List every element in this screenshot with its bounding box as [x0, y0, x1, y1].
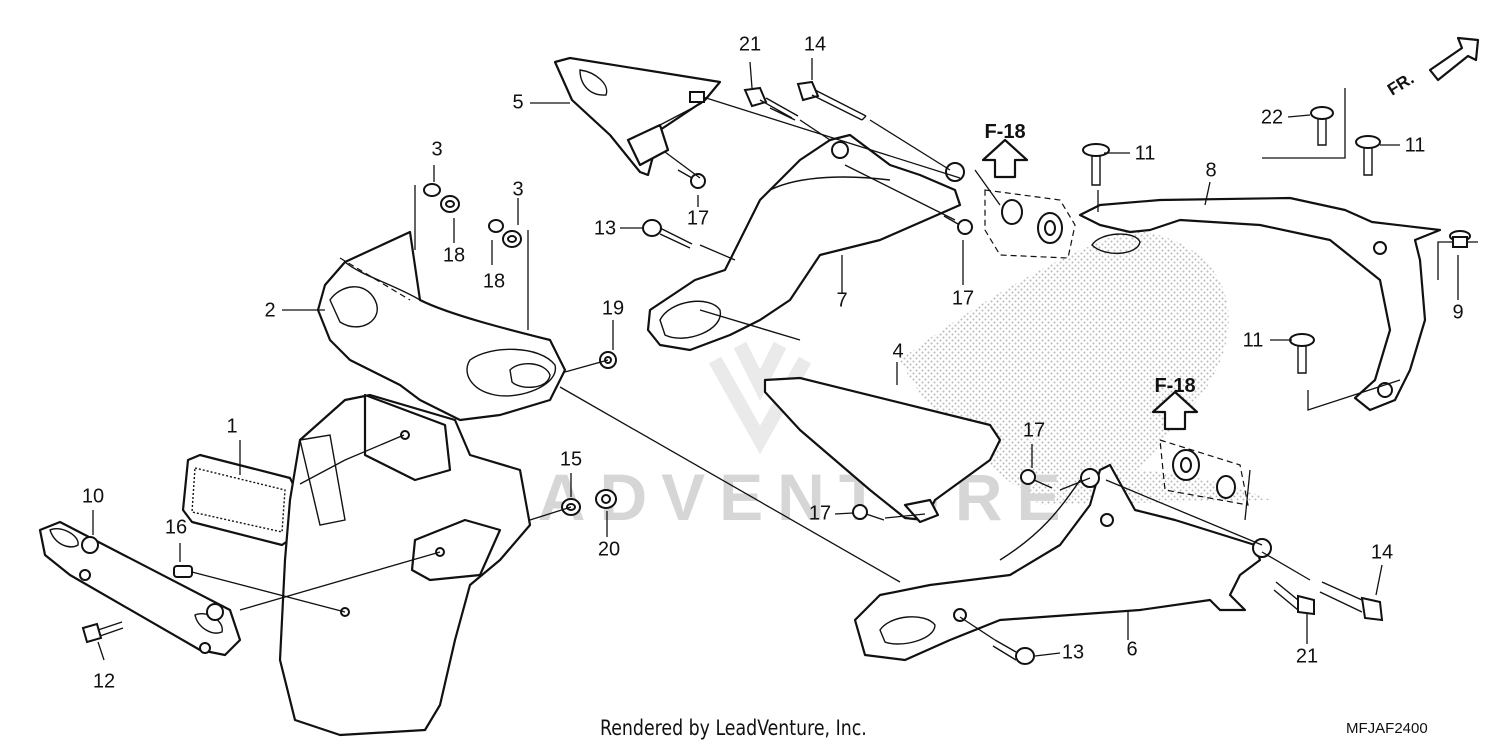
fastener-14-lower [1319, 581, 1384, 622]
fastener-11-a [1082, 143, 1110, 186]
section-ref-upper[interactable]: F-18 [984, 121, 1025, 143]
bracket-11c [1307, 379, 1401, 411]
front-direction-indicator: FR. [1384, 36, 1480, 100]
callout-3a[interactable]: 3 [431, 138, 442, 160]
fastener-12 [81, 621, 124, 644]
part-rear-fender-lower [278, 393, 532, 737]
callout-17b[interactable]: 17 [952, 287, 974, 309]
fastener-13-upper [642, 219, 693, 249]
callout-17c[interactable]: 17 [809, 502, 831, 524]
fastener-3-b [488, 219, 522, 248]
fastener-17-d [1020, 469, 1053, 489]
leader-lines [92, 58, 1459, 661]
callout-15[interactable]: 15 [560, 448, 582, 470]
part-7-rail-bracket [646, 133, 965, 352]
fastener-21-lower [1273, 581, 1315, 616]
fastener-17-c [852, 504, 885, 521]
grommet-box-upper [984, 189, 1076, 259]
part-2-fender-bracket [316, 230, 567, 422]
ref-arrow-upper [981, 138, 1029, 179]
callout-11a[interactable]: 11 [1135, 142, 1156, 164]
grommet-box-lower [1159, 439, 1249, 506]
fastener-20 [595, 489, 617, 509]
callout-18b[interactable]: 18 [483, 270, 505, 292]
callout-2[interactable]: 2 [264, 299, 275, 321]
fastener-15 [561, 498, 581, 516]
callout-8[interactable]: 8 [1205, 159, 1216, 181]
callout-5[interactable]: 5 [512, 91, 523, 113]
fastener-17-b [943, 215, 973, 235]
callout-13a[interactable]: 13 [594, 217, 616, 239]
callout-6[interactable]: 6 [1126, 638, 1137, 660]
callout-11c[interactable]: 11 [1243, 329, 1264, 351]
callout-11b[interactable]: 11 [1405, 134, 1426, 156]
fastener-13-lower [992, 639, 1035, 665]
section-ref-lower[interactable]: F-18 [1154, 375, 1195, 397]
fastener-16 [173, 565, 193, 578]
callout-16[interactable]: 16 [165, 516, 187, 538]
grommet-lower [1172, 449, 1236, 499]
callout-13b[interactable]: 13 [1062, 641, 1084, 663]
callout-17d[interactable]: 17 [1023, 419, 1045, 441]
render-credit: Rendered by LeadVenture, Inc. [600, 716, 867, 740]
front-direction-label: FR. [1384, 69, 1417, 100]
callout-14a[interactable]: 14 [804, 33, 826, 55]
bracket-14b [1244, 469, 1251, 521]
part-4-side-panel [763, 376, 1002, 524]
callout-21a[interactable]: 21 [739, 33, 761, 55]
fastener-17-a [677, 169, 706, 189]
callout-14b[interactable]: 14 [1371, 541, 1393, 563]
callout-9[interactable]: 9 [1452, 301, 1463, 323]
part-6-lower-rail [853, 463, 1272, 662]
callout-12[interactable]: 12 [93, 670, 115, 692]
part-8-rear-cowl [1078, 196, 1442, 412]
fastener-11-b [1355, 135, 1381, 176]
callout-18a[interactable]: 18 [443, 244, 465, 266]
callout-3b[interactable]: 3 [512, 178, 523, 200]
callout-20[interactable]: 20 [598, 538, 620, 560]
callout-10[interactable]: 10 [82, 485, 104, 507]
callout-4[interactable]: 4 [892, 340, 903, 362]
callout-19[interactable]: 19 [602, 297, 624, 319]
fastener-9 [1449, 230, 1471, 248]
fastener-11-c [1289, 333, 1315, 374]
part-5-side-cover [553, 56, 722, 177]
callout-17a[interactable]: 17 [687, 207, 709, 229]
part-10-license-bracket [38, 520, 242, 657]
grommet-upper [1001, 199, 1063, 244]
callout-7[interactable]: 7 [836, 289, 847, 311]
diagram-code: MFJAF2400 [1346, 720, 1428, 737]
fastener-21-upper [743, 86, 799, 121]
callout-22[interactable]: 22 [1261, 106, 1283, 128]
bracket-22 [1262, 88, 1346, 159]
fastener-14-upper [796, 80, 867, 121]
callout-1[interactable]: 1 [226, 415, 237, 437]
ref-arrow-lower [1151, 390, 1199, 431]
fastener-22 [1310, 106, 1334, 146]
callout-21b[interactable]: 21 [1296, 645, 1318, 667]
fastener-3-a [423, 183, 460, 213]
